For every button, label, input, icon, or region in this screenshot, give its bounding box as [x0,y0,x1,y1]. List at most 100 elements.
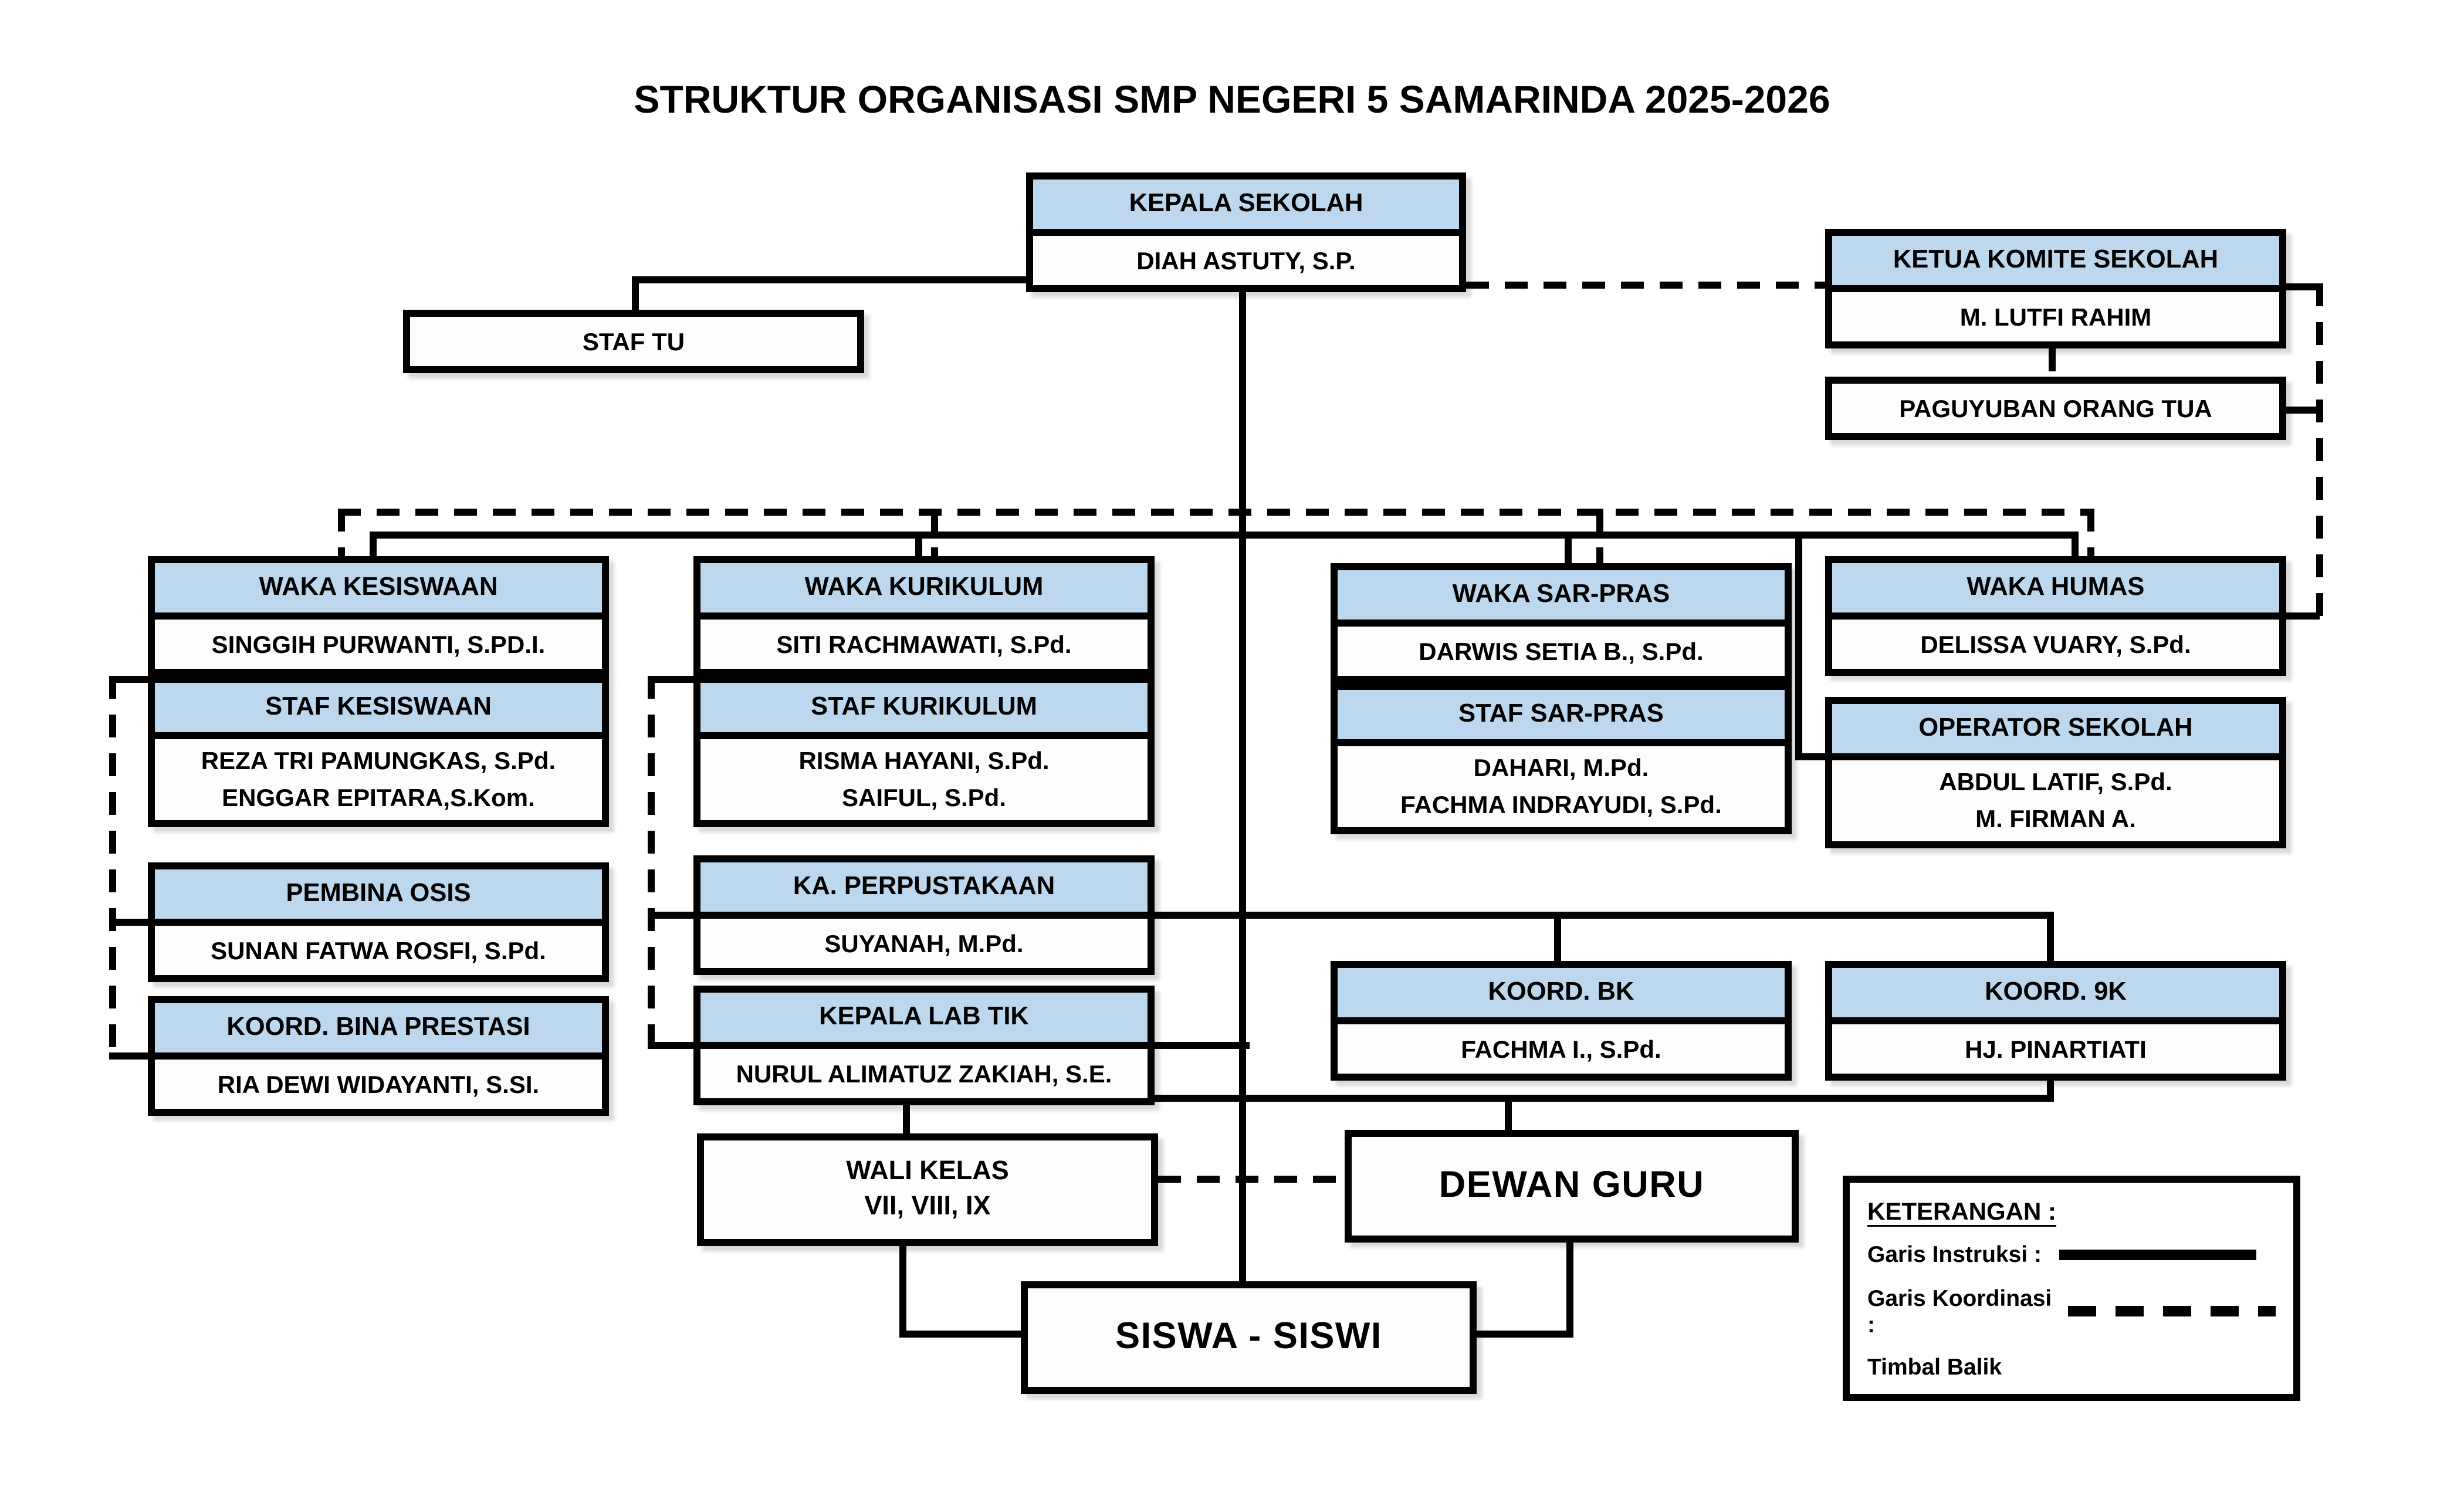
connector-wali-dewan-line [903,1095,2054,1102]
node-koord-9k-person: HJ. PINARTIATI [1832,1024,2279,1074]
node-koord-bina-prestasi: KOORD. BINA PRESTASI RIA DEWI WIDAYANTI,… [148,996,609,1116]
node-waka-humas-person: DELISSA VUARY, S.Pd. [1832,620,2279,669]
node-pembina-osis-person: SUNAN FATWA ROSFI, S.Pd. [155,926,602,975]
connector-drop-kesiswaan [370,532,377,560]
node-waka-kesiswaan-title: WAKA KESISWAAN [155,563,602,620]
node-kepala-sekolah-person: DIAH ASTUTY, S.P. [1033,236,1459,285]
node-kepala-lab-tik-title: KEPALA LAB TIK [700,993,1148,1049]
node-kepala-lab-tik: KEPALA LAB TIK NURUL ALIMATUZ ZAKIAH, S.… [693,986,1155,1105]
connector-left-bracket-stub3 [109,1052,155,1060]
node-ka-perpustakaan: KA. PERPUSTAKAAN SUYANAH, M.Pd. [693,855,1155,975]
node-paguyuban-orang-tua: PAGUYUBAN ORANG TUA [1825,377,2286,440]
node-pembina-osis-title: PEMBINA OSIS [155,869,602,926]
node-operator-sekolah-person: ABDUL LATIF, S.Pd. M. FIRMAN A. [1832,760,2279,841]
node-waka-kurikulum-title: WAKA KURIKULUM [700,563,1148,620]
node-wali-kelas-title: WALI KELAS VII, VIII, IX [704,1140,1151,1239]
connector-distribution-dashed [338,509,2091,516]
node-siswa-siswi-title: SISWA - SISWI [1028,1288,1470,1387]
legend-heading: KETERANGAN : [1867,1197,2057,1225]
legend-dashed-line-sample [2068,1305,2276,1316]
node-staf-kurikulum: STAF KURIKULUM RISMA HAYANI, S.Pd. SAIFU… [693,676,1155,827]
node-ketua-komite-person: M. LUTFI RAHIM [1832,292,2279,341]
connector-9k-down [2047,1077,2054,1102]
node-paguyuban-title: PAGUYUBAN ORANG TUA [1832,384,2279,433]
node-staf-kesiswaan-title: STAF KESISWAAN [155,683,602,739]
connector-left-bracket-stub2 [109,919,155,926]
node-staf-tu: STAF TU [403,310,864,373]
node-koord-bk-title: KOORD. BK [1338,968,1785,1024]
node-koord-bina-prestasi-title: KOORD. BINA PRESTASI [155,1003,602,1060]
node-koord-9k-title: KOORD. 9K [1832,968,2279,1024]
legend-koordinasi-label: Garis Koordinasi : [1867,1284,2052,1337]
node-kepala-sekolah-title: KEPALA SEKOLAH [1033,180,1459,236]
connector-drop-sarpras [1565,532,1572,567]
node-staf-sar-pras-title: STAF SAR-PRAS [1338,690,1785,746]
connector-left-bracket-stub1 [109,676,155,683]
connector-paguyuban-stub [2286,407,2320,414]
node-koord-9k: KOORD. 9K HJ. PINARTIATI [1825,961,2286,1081]
connector-operator-v [1795,532,1802,760]
node-operator-sekolah: OPERATOR SEKOLAH ABDUL LATIF, S.Pd. M. F… [1825,697,2286,848]
connector-dashed-drop-sarpras [1596,509,1603,563]
node-dewan-guru: DEWAN GURU [1345,1130,1799,1243]
node-staf-sar-pras: STAF SAR-PRAS DAHARI, M.Pd. FACHMA INDRA… [1331,683,1792,834]
node-staf-kurikulum-title: STAF KURIKULUM [700,683,1148,739]
node-siswa-siswi: SISWA - SISWI [1021,1281,1477,1394]
connector-dashed-drop-kesiswaan [338,509,345,556]
legend-timbal-balik-label: Timbal Balik [1867,1353,2002,1380]
connector-right-dashed-vertical [2316,283,2323,620]
node-pembina-osis: PEMBINA OSIS SUNAN FATWA ROSFI, S.Pd. [148,862,609,982]
node-staf-sar-pras-person: DAHARI, M.Pd. FACHMA INDRAYUDI, S.Pd. [1338,746,1785,827]
connector-distribution-solid [370,532,2079,539]
page-title: STRUKTUR ORGANISASI SMP NEGERI 5 SAMARIN… [634,77,1830,121]
legend-instruksi-label: Garis Instruksi : [1867,1241,2042,1268]
connector-wali-dewan-dashed [1158,1176,1345,1183]
node-waka-sar-pras: WAKA SAR-PRAS DARWIS SETIA B., S.Pd. [1331,563,1792,683]
connector-humas-stub [2286,612,2320,620]
connector-kepala-staftu-h [632,276,1033,283]
connector-komite-stub [2286,283,2320,290]
node-koord-bk-person: FACHMA I., S.Pd. [1338,1024,1785,1074]
node-koord-bk: KOORD. BK FACHMA I., S.Pd. [1331,961,1792,1081]
connector-col2-bracket-dashed [648,676,655,1045]
node-waka-kesiswaan-person: SINGGIH PURWANTI, S.PD.I. [155,620,602,669]
legend-solid-line-sample [2059,1249,2256,1260]
connector-wali-siswa-h [899,1331,1028,1338]
connector-koord-line [1155,912,2054,919]
connector-labtik-line [1155,1042,1250,1049]
connector-col2-bracket-stub1 [648,676,700,683]
connector-kepala-komite-dashed [1466,282,1825,289]
connector-central-line [1239,289,1246,1285]
node-waka-kurikulum: WAKA KURIKULUM SITI RACHMAWATI, S.Pd. [693,556,1155,676]
node-ketua-komite-sekolah: KETUA KOMITE SEKOLAH M. LUTFI RAHIM [1825,229,2286,348]
connector-bk-drop [1554,912,1561,964]
node-staf-tu-title: STAF TU [410,317,857,366]
node-waka-sar-pras-title: WAKA SAR-PRAS [1338,570,1785,627]
connector-col2-bracket-stub2 [648,912,700,919]
connector-drop-kurikulum [915,532,922,560]
node-ka-perpustakaan-person: SUYANAH, M.Pd. [700,919,1148,968]
node-waka-kesiswaan: WAKA KESISWAAN SINGGIH PURWANTI, S.PD.I. [148,556,609,676]
connector-9k-drop [2047,912,2054,964]
node-waka-sar-pras-person: DARWIS SETIA B., S.Pd. [1338,627,1785,676]
node-ka-perpustakaan-title: KA. PERPUSTAKAAN [700,862,1148,919]
connector-dewan-siswa-v [1566,1239,1573,1338]
connector-col2-bracket-stub3 [648,1042,700,1049]
node-ketua-komite-title: KETUA KOMITE SEKOLAH [1832,236,2279,292]
connector-komite-paguyuban-dashed [2049,348,2056,377]
connector-dashed-drop-humas [2087,509,2094,556]
connector-operator-h [1795,753,1832,760]
connector-wali-drop [903,1095,910,1140]
node-koord-bina-prestasi-person: RIA DEWI WIDAYANTI, S.SI. [155,1060,602,1109]
connector-kepala-staftu-v [632,276,639,317]
connector-wali-siswa-v [899,1243,906,1338]
legend-box: KETERANGAN : Garis Instruksi : Garis Koo… [1843,1176,2300,1401]
node-waka-humas-title: WAKA HUMAS [1832,563,2279,620]
node-staf-kesiswaan-person: REZA TRI PAMUNGKAS, S.Pd. ENGGAR EPITARA… [155,739,602,820]
connector-dashed-drop-kurikulum [931,509,938,556]
node-kepala-sekolah: KEPALA SEKOLAH DIAH ASTUTY, S.P. [1026,172,1466,292]
node-dewan-guru-title: DEWAN GURU [1352,1137,1792,1236]
node-kepala-lab-tik-person: NURUL ALIMATUZ ZAKIAH, S.E. [700,1049,1148,1098]
connector-dewan-siswa-h [1477,1331,1573,1338]
connector-drop-humas [2072,532,2079,560]
